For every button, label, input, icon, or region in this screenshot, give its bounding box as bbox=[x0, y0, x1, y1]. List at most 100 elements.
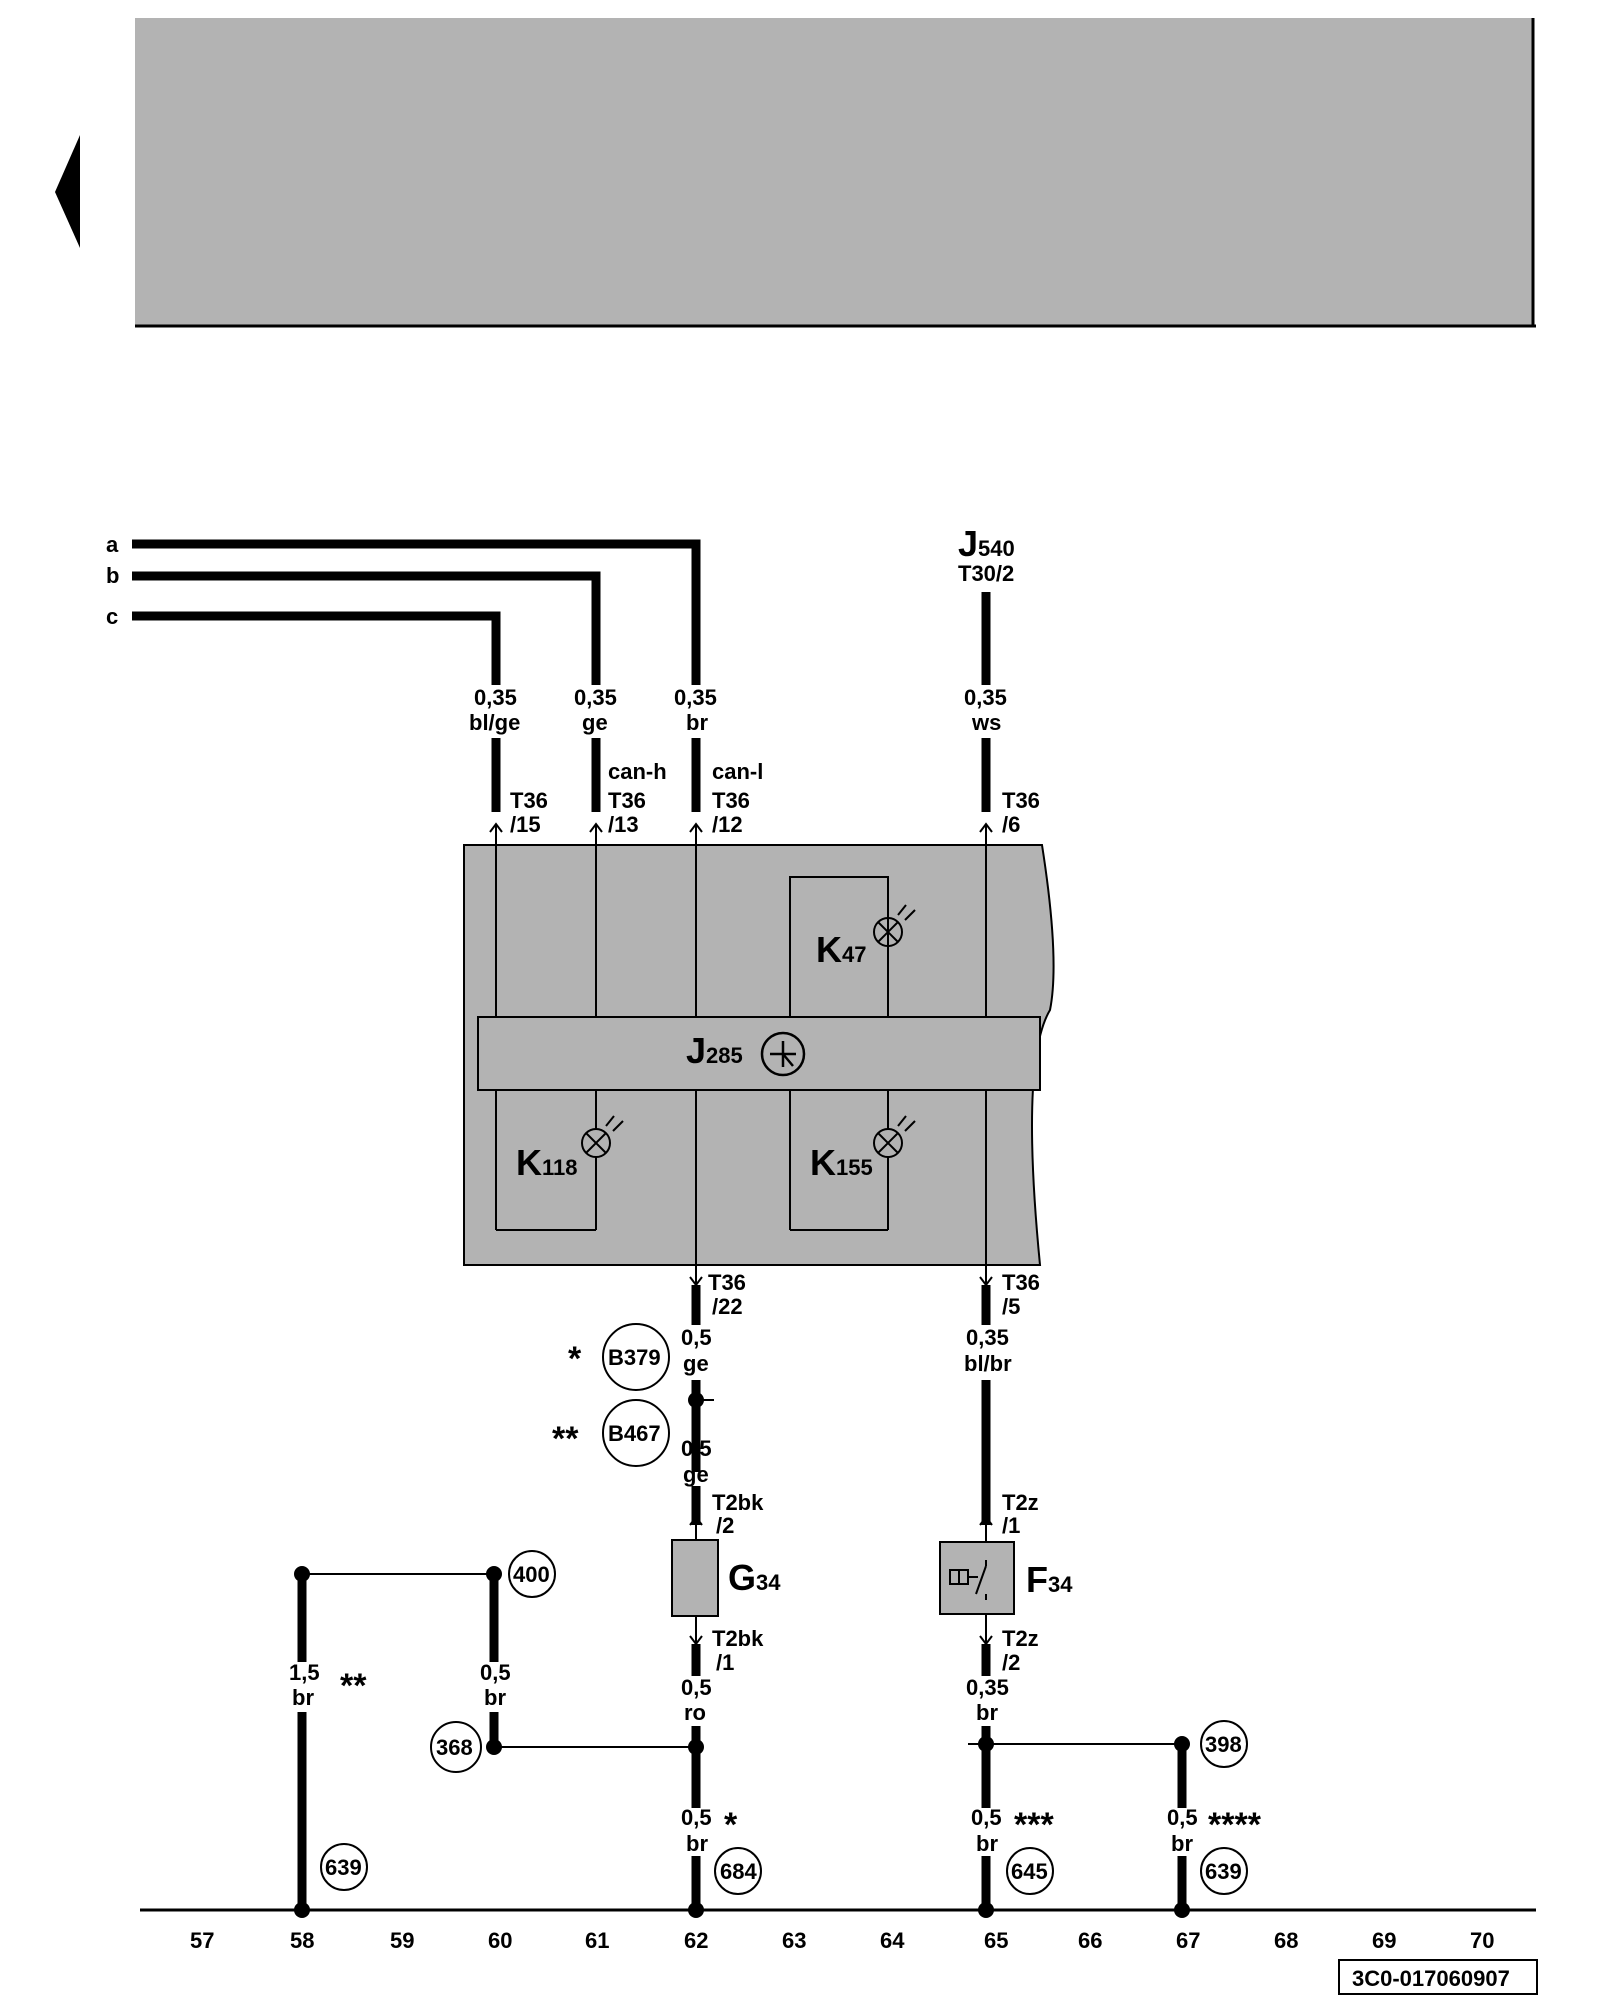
svg-text:ge: ge bbox=[582, 710, 608, 735]
wire-f34-bot-color: br bbox=[976, 1700, 998, 1725]
j285-bar bbox=[477, 1016, 1041, 1091]
j540-label: J540 bbox=[958, 523, 1015, 564]
j285-label: J285 bbox=[686, 1030, 743, 1071]
svg-text:T36: T36 bbox=[712, 788, 750, 813]
f34-switch bbox=[939, 1541, 1015, 1615]
wire-b bbox=[132, 571, 601, 685]
ref-circle-b467 bbox=[602, 1399, 670, 1467]
wire-65-gauge: 0,5 bbox=[971, 1805, 1002, 1830]
pin-t2bk-2-num: /2 bbox=[716, 1513, 734, 1538]
star-b379: * bbox=[568, 1340, 582, 1378]
k155-label: K155 bbox=[810, 1142, 873, 1183]
wire-f34-top-color: bl/br bbox=[964, 1351, 1012, 1376]
wire-label-12: 0,35 br bbox=[674, 685, 717, 735]
g34-sensor bbox=[671, 1539, 719, 1617]
svg-text:0,35: 0,35 bbox=[964, 685, 1007, 710]
g34-label: G34 bbox=[728, 1557, 781, 1598]
svg-text:60: 60 bbox=[488, 1928, 512, 1953]
wire-62-color: br bbox=[686, 1831, 708, 1856]
wire-g34-top-gauge: 0,5 bbox=[681, 1325, 712, 1350]
input-label-c: c bbox=[106, 604, 118, 629]
svg-text:64: 64 bbox=[880, 1928, 905, 1953]
svg-text:T36: T36 bbox=[1002, 788, 1040, 813]
wire-g34-bot-color: ro bbox=[684, 1700, 706, 1725]
svg-text:70: 70 bbox=[1470, 1928, 1494, 1953]
wire-f34-top-gauge: 0,35 bbox=[966, 1325, 1009, 1350]
svg-text:65: 65 bbox=[984, 1928, 1008, 1953]
gauge-icon-j285 bbox=[760, 1031, 806, 1077]
svg-text:/12: /12 bbox=[712, 812, 743, 837]
svg-text:/6: /6 bbox=[1002, 812, 1020, 837]
svg-text:57: 57 bbox=[190, 1928, 214, 1953]
pin-t36-22-num: /22 bbox=[712, 1294, 743, 1319]
ground-ref-639-left bbox=[320, 1843, 368, 1891]
svg-text:67: 67 bbox=[1176, 1928, 1200, 1953]
pin-t36-12: T36 /12 bbox=[712, 788, 750, 837]
pin-t2bk-1-num: /1 bbox=[716, 1650, 734, 1675]
wire-58-color: br bbox=[292, 1685, 314, 1710]
svg-text:/15: /15 bbox=[510, 812, 541, 837]
svg-text:59: 59 bbox=[390, 1928, 414, 1953]
svg-text:T36: T36 bbox=[608, 788, 646, 813]
star-b467: ** bbox=[552, 1420, 579, 1458]
wire-65-color: br bbox=[976, 1831, 998, 1856]
pin-t36-5: T36 bbox=[1002, 1270, 1040, 1295]
pin-t2z-2: T2z bbox=[1002, 1626, 1039, 1651]
wire-58-star: ** bbox=[340, 1667, 367, 1705]
signal-can-h: can-h bbox=[608, 759, 667, 784]
wire-67-star: **** bbox=[1208, 1806, 1262, 1844]
wire-g34-mid-gauge: 0,5 bbox=[681, 1436, 712, 1461]
pin-t2z-1: T2z bbox=[1002, 1490, 1039, 1515]
wire-g34-top-color: ge bbox=[683, 1351, 709, 1376]
svg-text:B379: B379 bbox=[608, 1345, 661, 1370]
svg-text:0,35: 0,35 bbox=[574, 685, 617, 710]
wire-label-13: 0,35 ge bbox=[574, 685, 617, 735]
wire-g34-bot-gauge: 0,5 bbox=[681, 1675, 712, 1700]
svg-text:0,35: 0,35 bbox=[674, 685, 717, 710]
wire-c bbox=[132, 611, 501, 685]
header-panel bbox=[135, 18, 1533, 326]
svg-text:68: 68 bbox=[1274, 1928, 1298, 1953]
pin-t2z-1-num: /1 bbox=[1002, 1513, 1020, 1538]
svg-text:398: 398 bbox=[1205, 1732, 1242, 1757]
pin-t36-13: T36 /13 bbox=[608, 788, 646, 837]
pin-t2z-2-num: /2 bbox=[1002, 1650, 1020, 1675]
wire-58-gauge: 1,5 bbox=[289, 1660, 320, 1685]
wire-62-gauge: 0,5 bbox=[681, 1805, 712, 1830]
pin-t2bk-2: T2bk bbox=[712, 1490, 764, 1515]
svg-text:br: br bbox=[686, 710, 708, 735]
svg-text:62: 62 bbox=[684, 1928, 708, 1953]
wire-67-gauge: 0,5 bbox=[1167, 1805, 1198, 1830]
svg-text:bl/ge: bl/ge bbox=[469, 710, 520, 735]
doc-id-box bbox=[1338, 1959, 1538, 1995]
svg-text:639: 639 bbox=[1205, 1859, 1242, 1884]
ref-circle-b379 bbox=[602, 1323, 670, 1391]
back-arrow-icon[interactable] bbox=[55, 135, 80, 248]
wire-67-color: br bbox=[1171, 1831, 1193, 1856]
svg-text:368: 368 bbox=[436, 1735, 473, 1760]
pin-t36-22: T36 bbox=[708, 1270, 746, 1295]
f34-label: F34 bbox=[1026, 1559, 1073, 1600]
link-ref-398 bbox=[1200, 1720, 1248, 1768]
wire-label-6: 0,35 ws bbox=[964, 685, 1007, 735]
svg-text:66: 66 bbox=[1078, 1928, 1102, 1953]
pin-t36-6: T36 /6 bbox=[1002, 788, 1040, 837]
ground-ref-639-right bbox=[1200, 1847, 1248, 1895]
svg-text:61: 61 bbox=[585, 1928, 609, 1953]
lamp-icon-k47 bbox=[873, 904, 916, 947]
svg-text:645: 645 bbox=[1011, 1859, 1048, 1884]
wire-g34-mid-color: ge bbox=[683, 1462, 709, 1487]
lamp-icon-k118 bbox=[581, 1115, 624, 1158]
column-numbers: 57 58 59 60 61 62 63 64 65 66 67 68 69 7… bbox=[190, 1928, 1494, 1953]
wire-62-star: * bbox=[724, 1806, 738, 1844]
signal-can-l: can-l bbox=[712, 759, 763, 784]
svg-text:0,35: 0,35 bbox=[474, 685, 517, 710]
wire-60-color: br bbox=[484, 1685, 506, 1710]
svg-text:684: 684 bbox=[720, 1859, 757, 1884]
lamp-icon-k155 bbox=[873, 1115, 916, 1158]
svg-text:639: 639 bbox=[325, 1855, 362, 1880]
svg-text:T36: T36 bbox=[510, 788, 548, 813]
pin-t36-15: T36 /15 bbox=[510, 788, 548, 837]
wire-a bbox=[132, 539, 701, 685]
